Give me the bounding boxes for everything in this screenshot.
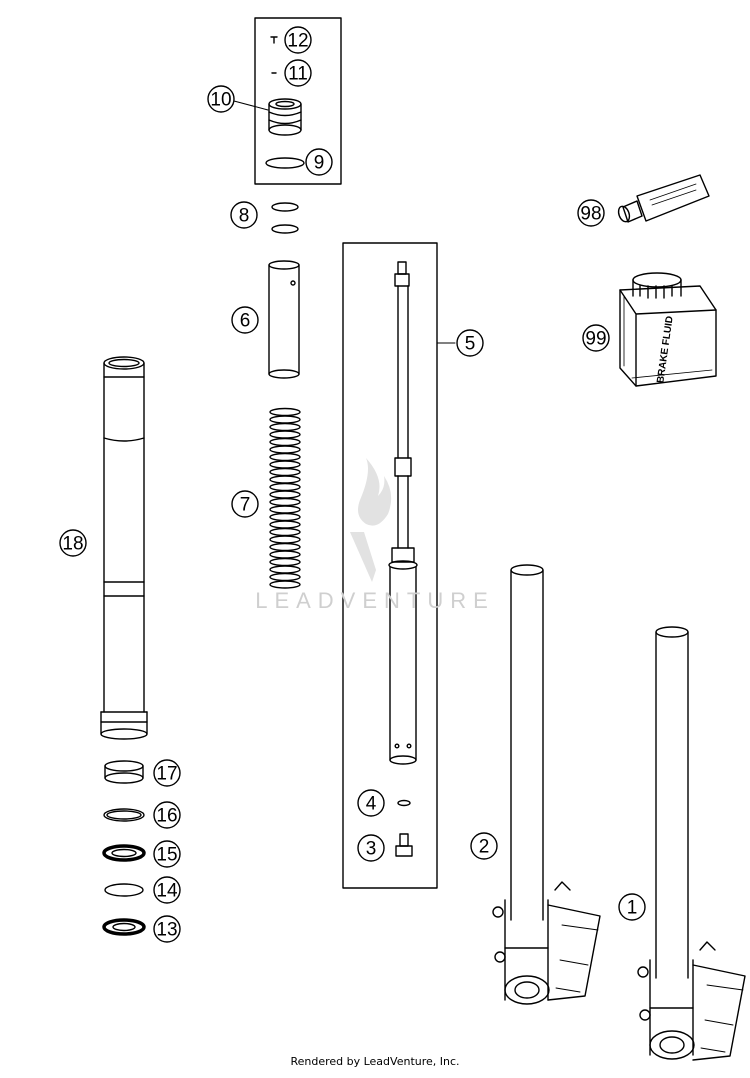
spacer-tube-part: [268, 260, 300, 379]
spring-part: [269, 407, 301, 589]
callout-9: 9: [305, 148, 333, 176]
callout-number: 1: [627, 898, 638, 919]
small-ring-part: [397, 799, 411, 807]
outer-tube-part: [100, 356, 148, 740]
callout-99: 99: [582, 324, 610, 352]
callout-15: 15: [153, 840, 181, 868]
circlip-part: [104, 883, 144, 897]
callout-number: 8: [239, 206, 250, 227]
callout-18: 18: [59, 529, 87, 557]
bushing-part: [102, 918, 146, 936]
grease-tube-part: [617, 174, 710, 223]
callout-1: 1: [618, 893, 646, 921]
callout-number: 18: [62, 534, 83, 555]
callout-number: 6: [240, 311, 251, 332]
valve-part: [268, 98, 302, 136]
seal-part: [102, 844, 146, 862]
cartridge-part: [388, 261, 418, 765]
callout-number: 10: [210, 90, 231, 111]
callout-number: 98: [580, 204, 601, 225]
ring-pair-part: [271, 202, 299, 234]
callout-3: 3: [357, 834, 385, 862]
callout-number: 17: [156, 764, 177, 785]
callout-number: 5: [465, 334, 476, 355]
callout-6: 6: [231, 306, 259, 334]
brake-fluid-can-part: [619, 272, 717, 387]
callout-16: 16: [153, 801, 181, 829]
callout-number: 12: [287, 31, 308, 52]
callout-12: 12: [284, 26, 312, 54]
callout-13: 13: [153, 915, 181, 943]
callout-number: 4: [366, 794, 377, 815]
fork-leg-left-part: [492, 564, 601, 1005]
callout-number: 9: [314, 153, 325, 174]
callout-7: 7: [231, 490, 259, 518]
callout-11: 11: [284, 59, 312, 87]
callout-14: 14: [153, 876, 181, 904]
callout-number: 99: [585, 329, 606, 350]
watermark: LEADVENTURE: [255, 458, 495, 613]
screw-part: [270, 36, 278, 44]
group-box-top: [254, 17, 342, 185]
watermark-text: LEADVENTURE: [255, 588, 495, 613]
callout-number: 3: [366, 839, 377, 860]
ring-part: [103, 808, 145, 822]
leader-lines: [233, 100, 456, 344]
callout-number: 14: [156, 881, 178, 902]
callout-number: 2: [479, 837, 490, 858]
callout-number: 11: [288, 64, 308, 85]
callout-2: 2: [470, 832, 498, 860]
callout-number: 13: [156, 920, 177, 941]
dust-seal-part: [104, 760, 144, 784]
callout-10: 10: [207, 85, 235, 113]
bolt-part: [395, 833, 413, 857]
footer-credit: Rendered by LeadVenture, Inc.: [290, 1055, 460, 1068]
fork-leg-right-part: [637, 626, 746, 1061]
callout-98: 98: [577, 199, 605, 227]
group-box-cartridge: [342, 242, 438, 889]
callout-17: 17: [153, 759, 181, 787]
callout-number: 15: [156, 845, 177, 866]
callout-number: 7: [240, 495, 251, 516]
o-ring-part: [265, 157, 305, 169]
callout-8: 8: [230, 201, 258, 229]
callout-4: 4: [357, 789, 385, 817]
callout-5: 5: [456, 329, 484, 357]
callout-number: 16: [156, 806, 177, 827]
